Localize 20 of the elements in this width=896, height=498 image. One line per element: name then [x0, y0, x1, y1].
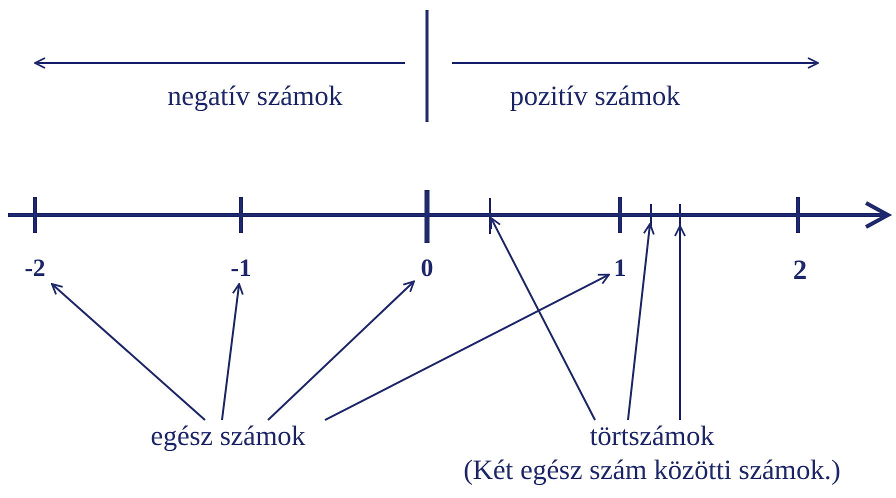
tick-mark	[489, 198, 491, 234]
tick-label: -1	[230, 254, 252, 284]
tick-label: 0	[420, 254, 434, 284]
arrow	[50, 283, 206, 421]
arrow	[324, 274, 610, 421]
tick-mark	[679, 204, 681, 226]
arrow	[267, 280, 415, 421]
arrow	[674, 225, 686, 420]
tick-label: -2	[24, 254, 46, 284]
tick-label: 1	[612, 254, 628, 284]
tick-label: 2	[793, 254, 807, 288]
arrow	[490, 217, 596, 420]
explanation-text: egész számok	[150, 420, 306, 454]
explanation-text: (Két egész szám közötti számok.)	[462, 454, 842, 488]
explanation-text: törtszámok	[588, 420, 716, 454]
arrow	[627, 223, 655, 420]
arrow	[221, 283, 244, 420]
tick-mark	[650, 204, 652, 226]
category-label: negatív számok	[168, 80, 342, 114]
category-label: pozitív számok	[510, 80, 680, 114]
